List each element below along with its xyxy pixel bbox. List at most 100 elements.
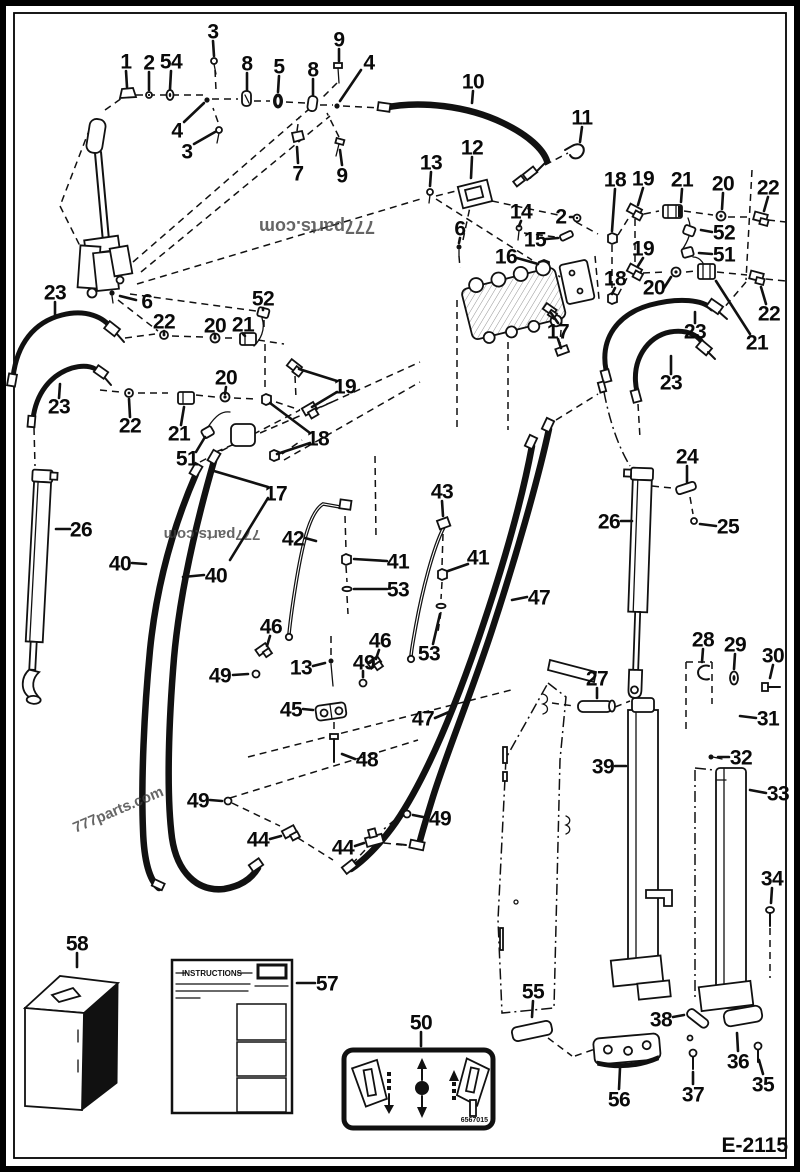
callout-label: 6 bbox=[454, 218, 465, 241]
callout-label: 52 bbox=[713, 222, 735, 245]
callout-label: 11 bbox=[571, 107, 593, 130]
callout-leader-line bbox=[265, 634, 272, 648]
callout-leader-line bbox=[181, 573, 206, 579]
callout-leader-line bbox=[556, 337, 563, 350]
callout-leader-line bbox=[275, 441, 312, 456]
clamp-45 bbox=[314, 701, 348, 722]
callout-label: 18 bbox=[604, 268, 627, 291]
callout-label: 8 bbox=[307, 59, 319, 82]
callout-leader-line bbox=[714, 279, 752, 336]
callout-leader-line bbox=[428, 170, 433, 188]
callout-label: 51 bbox=[176, 448, 199, 471]
callout-label: 9 bbox=[333, 29, 344, 52]
callout-label: 26 bbox=[70, 519, 92, 542]
callout-label: 14 bbox=[510, 201, 533, 224]
callout-leader-line bbox=[57, 382, 62, 400]
callout-leader-line bbox=[118, 294, 138, 302]
callout-label: 2 bbox=[143, 52, 154, 75]
callout-label: 19 bbox=[632, 168, 654, 191]
callout-leader-line bbox=[130, 561, 148, 566]
callout-label: 8 bbox=[241, 53, 253, 76]
callout-leader-line bbox=[179, 405, 186, 427]
callout-label: 38 bbox=[650, 1009, 673, 1032]
pedal-icon-left bbox=[350, 1058, 388, 1108]
callout-label: 49 bbox=[209, 665, 231, 688]
watermark: 777parts.com bbox=[164, 526, 261, 543]
callout-leader-line bbox=[446, 562, 470, 573]
callout-leader-line bbox=[340, 752, 357, 761]
callout-label: 37 bbox=[682, 1084, 704, 1107]
callout-label: 9 bbox=[336, 165, 347, 188]
lever-grip bbox=[85, 118, 107, 154]
callout-label: 21 bbox=[232, 314, 255, 337]
hydraulic-cylinders bbox=[21, 466, 698, 705]
hook-11 bbox=[564, 143, 585, 160]
callout-label: 47 bbox=[528, 587, 550, 610]
callout-leader-line bbox=[228, 496, 270, 562]
callout-leader-line bbox=[636, 256, 645, 268]
fittings-right bbox=[607, 202, 770, 305]
callout-leader-line bbox=[549, 311, 560, 325]
callout-label: 20 bbox=[204, 315, 226, 338]
callout-leader-line bbox=[698, 522, 718, 528]
callout-leader-line bbox=[578, 125, 584, 144]
callout-label: 49 bbox=[187, 790, 209, 813]
callout-leader-line bbox=[338, 68, 363, 103]
callout-leader-line bbox=[610, 286, 617, 296]
callout-label: 3 bbox=[181, 141, 192, 164]
callout-label: 40 bbox=[205, 565, 227, 588]
callout-label: 7 bbox=[292, 163, 303, 186]
callout-leader-line bbox=[759, 285, 768, 306]
callout-leader-line bbox=[182, 101, 206, 124]
callout-label: 2 bbox=[555, 206, 566, 229]
callout-label: 12 bbox=[461, 137, 483, 160]
callout-label: 50 bbox=[410, 1012, 432, 1035]
instructions-title: INSTRUCTIONS bbox=[182, 969, 243, 978]
callout-leader-line bbox=[679, 187, 684, 204]
callout-label: 22 bbox=[153, 311, 175, 334]
callout-leader-line bbox=[699, 228, 714, 234]
callout-label: 23 bbox=[684, 321, 706, 344]
callout-label: 34 bbox=[761, 868, 784, 891]
callout-label: 21 bbox=[746, 332, 769, 355]
callout-leader-line bbox=[732, 652, 737, 671]
callout-label: 56 bbox=[608, 1089, 630, 1112]
callout-leader-line bbox=[311, 661, 327, 668]
callout-leader-line bbox=[124, 69, 129, 89]
cable-10 bbox=[379, 101, 551, 165]
callout-label: 53 bbox=[387, 579, 409, 602]
mounting-panels bbox=[497, 658, 755, 1014]
callout-label: 26 bbox=[598, 511, 620, 534]
callout-label: 32 bbox=[730, 747, 752, 770]
cylinder-26-left bbox=[21, 468, 59, 705]
callout-leader-line bbox=[700, 647, 705, 664]
callout-leader-line bbox=[433, 710, 451, 720]
callout-label: 25 bbox=[717, 516, 740, 539]
callout-label: 13 bbox=[290, 657, 312, 680]
callout-leader-line bbox=[338, 148, 344, 167]
watermark: 777parts.com bbox=[259, 217, 375, 237]
watermarks: 777parts.com 777parts.com 777parts.com bbox=[70, 217, 375, 837]
callout-label: 53 bbox=[418, 643, 440, 666]
callout-leader-line bbox=[223, 385, 228, 396]
callout-leader-line bbox=[374, 648, 381, 661]
callout-label: 54 bbox=[160, 51, 183, 74]
callout-leader-line bbox=[544, 236, 560, 241]
callout-label: 16 bbox=[495, 246, 517, 269]
pedal-icon-right bbox=[455, 1057, 491, 1107]
callout-leader-line bbox=[757, 1058, 765, 1076]
callout-label: 13 bbox=[420, 152, 442, 175]
callout-label: 47 bbox=[412, 708, 434, 731]
callout-leader-line bbox=[297, 367, 339, 383]
callout-leader-line bbox=[517, 219, 523, 228]
callout-label: 44 bbox=[247, 829, 270, 852]
callout-label: 49 bbox=[353, 652, 375, 675]
callout-label: 45 bbox=[280, 699, 303, 722]
watermark: 777parts.com bbox=[70, 783, 166, 836]
callout-leader-line bbox=[211, 39, 216, 58]
callout-label: 30 bbox=[762, 645, 784, 668]
callout-leader-line bbox=[127, 397, 132, 419]
callout-label: 6 bbox=[141, 291, 152, 314]
callout-leader-line bbox=[662, 275, 673, 290]
